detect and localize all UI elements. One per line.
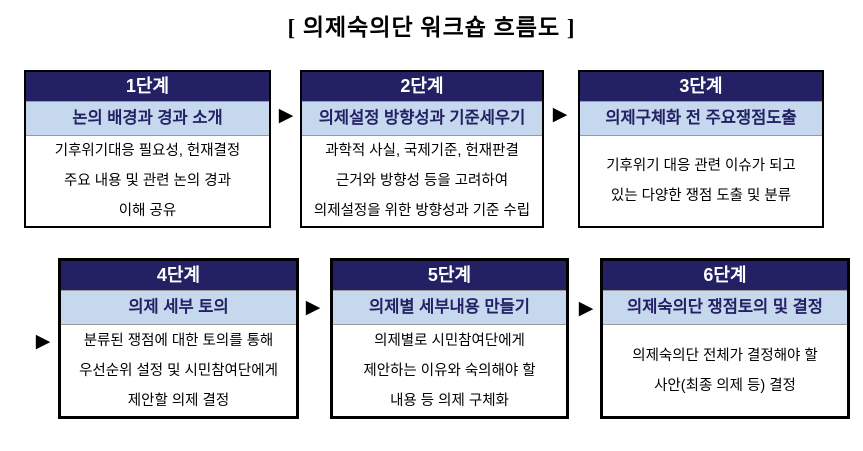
step-body: 기후위기 대응 관련 이슈가 되고 있는 다양한 쟁점 도출 및 분류	[580, 136, 822, 226]
flow-arrow-icon: ▶	[578, 298, 594, 319]
step-label: 1단계	[26, 72, 269, 101]
step-subtitle: 의제구체화 전 주요쟁점도출	[580, 101, 822, 136]
body-line: 의제설정을 위한 방향성과 기준 수립	[313, 203, 531, 219]
body-line: 내용 등 의제 구체화	[390, 392, 509, 409]
flow-arrow-icon: ▶	[278, 105, 294, 126]
body-line: 기후위기 대응 관련 이슈가 되고	[606, 158, 796, 174]
body-line: 과학적 사실, 국제기준, 헌재판결	[325, 143, 519, 159]
step-subtitle: 논의 배경과 경과 소개	[26, 101, 269, 136]
body-line: 제안할 의제 결정	[127, 392, 230, 409]
step-label: 5단계	[333, 261, 566, 290]
step-box-4: 4단계 의제 세부 토의 분류된 쟁점에 대한 토의를 통해 우선순위 설정 및…	[58, 258, 299, 419]
body-line: 이해 공유	[118, 203, 177, 219]
step-body: 기후위기대응 필요성, 헌재결정 주요 내용 및 관련 논의 경과 이해 공유	[26, 136, 269, 226]
body-line: 우선순위 설정 및 시민참여단에게	[79, 362, 278, 379]
step-subtitle: 의제 세부 토의	[61, 290, 296, 325]
body-line: 의제숙의단 전체가 결정해야 할	[632, 347, 818, 364]
body-line: 제안하는 이유와 숙의해야 할	[363, 362, 536, 379]
body-line: 의제별로 시민참여단에게	[374, 332, 525, 349]
flow-arrow-icon: ▶	[305, 297, 321, 318]
step-box-5: 5단계 의제별 세부내용 만들기 의제별로 시민참여단에게 제안하는 이유와 숙…	[330, 258, 569, 419]
flow-arrow-icon: ▶	[552, 104, 568, 125]
body-line: 있는 다양한 쟁점 도출 및 분류	[610, 188, 792, 204]
step-box-2: 2단계 의제설정 방향성과 기준세우기 과학적 사실, 국제기준, 헌재판결 근…	[300, 70, 544, 228]
step-subtitle: 의제설정 방향성과 기준세우기	[302, 101, 542, 136]
step-body: 의제숙의단 전체가 결정해야 할 사안(최종 의제 등) 결정	[603, 325, 847, 416]
flow-arrow-icon: ▶	[35, 331, 51, 352]
page-title: [ 의제숙의단 워크숍 흐름도 ]	[287, 15, 576, 40]
body-line: 근거와 방향성 등을 고려하여	[335, 173, 509, 189]
step-label: 3단계	[580, 72, 822, 101]
step-subtitle: 의제숙의단 쟁점토의 및 결정	[603, 290, 847, 325]
step-box-1: 1단계 논의 배경과 경과 소개 기후위기대응 필요성, 헌재결정 주요 내용 …	[24, 70, 271, 228]
body-line: 기후위기대응 필요성, 헌재결정	[54, 143, 241, 159]
step-label: 6단계	[603, 261, 847, 290]
step-label: 2단계	[302, 72, 542, 101]
body-line: 사안(최종 의제 등) 결정	[654, 377, 796, 394]
step-box-3: 3단계 의제구체화 전 주요쟁점도출 기후위기 대응 관련 이슈가 되고 있는 …	[578, 70, 824, 228]
body-line: 분류된 쟁점에 대한 토의를 통해	[83, 332, 274, 349]
step-body: 분류된 쟁점에 대한 토의를 통해 우선순위 설정 및 시민참여단에게 제안할 …	[61, 325, 296, 416]
step-box-6: 6단계 의제숙의단 쟁점토의 및 결정 의제숙의단 전체가 결정해야 할 사안(…	[600, 258, 850, 419]
body-line: 주요 내용 및 관련 논의 경과	[64, 173, 231, 189]
step-label: 4단계	[61, 261, 296, 290]
step-body: 과학적 사실, 국제기준, 헌재판결 근거와 방향성 등을 고려하여 의제설정을…	[302, 136, 542, 226]
step-subtitle: 의제별 세부내용 만들기	[333, 290, 566, 325]
step-body: 의제별로 시민참여단에게 제안하는 이유와 숙의해야 할 내용 등 의제 구체화	[333, 325, 566, 416]
